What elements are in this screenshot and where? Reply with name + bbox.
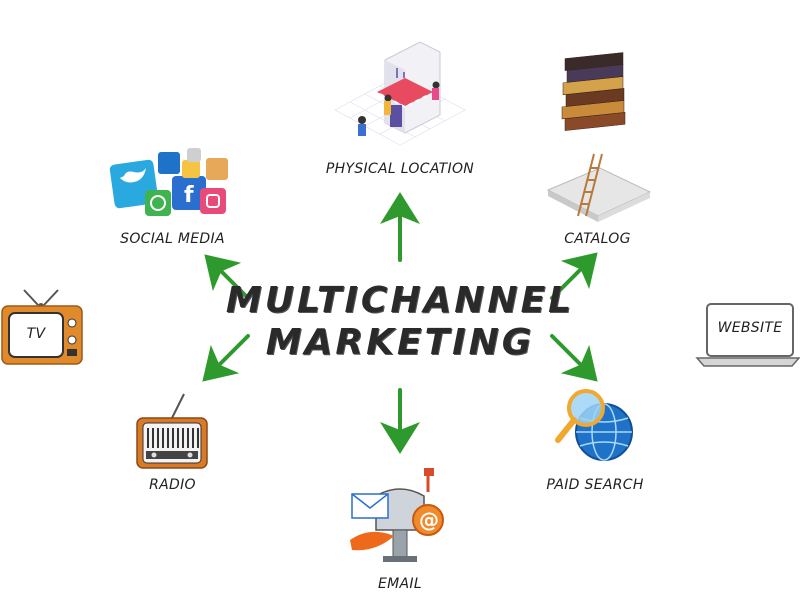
arrows [202,192,598,454]
label-tv: TV [26,326,46,342]
svg-text:@: @ [419,508,439,532]
label-paid-search: PAID SEARCH [546,477,644,493]
arrow-to-radio [202,334,250,382]
arrow-to-paid-search [550,334,598,382]
label-radio: RADIO [149,477,196,493]
label-catalog: CATALOG [564,231,631,247]
label-email: EMAIL [378,576,422,592]
label-social-media: SOCIAL MEDIA [120,231,225,247]
diagram-title-line-2: MARKETING [265,322,535,363]
magnifier-globe-icon [555,389,633,461]
svg-text:f: f [184,183,194,208]
social-media-cubes-icon: f [109,148,228,216]
book-stack-icon [546,52,652,222]
mailbox-icon: @ [350,468,444,562]
storefront-icon [334,41,466,146]
arrow-to-catalog [550,252,598,300]
radio-icon [136,393,208,469]
television-icon [1,289,83,365]
label-website: WEBSITE [717,320,783,336]
diagram-title-line-1: MULTICHANNEL [225,280,575,321]
arrow-to-social-media [204,254,250,300]
label-physical-location: PHYSICAL LOCATION [325,161,475,177]
laptop-icon [695,303,800,367]
